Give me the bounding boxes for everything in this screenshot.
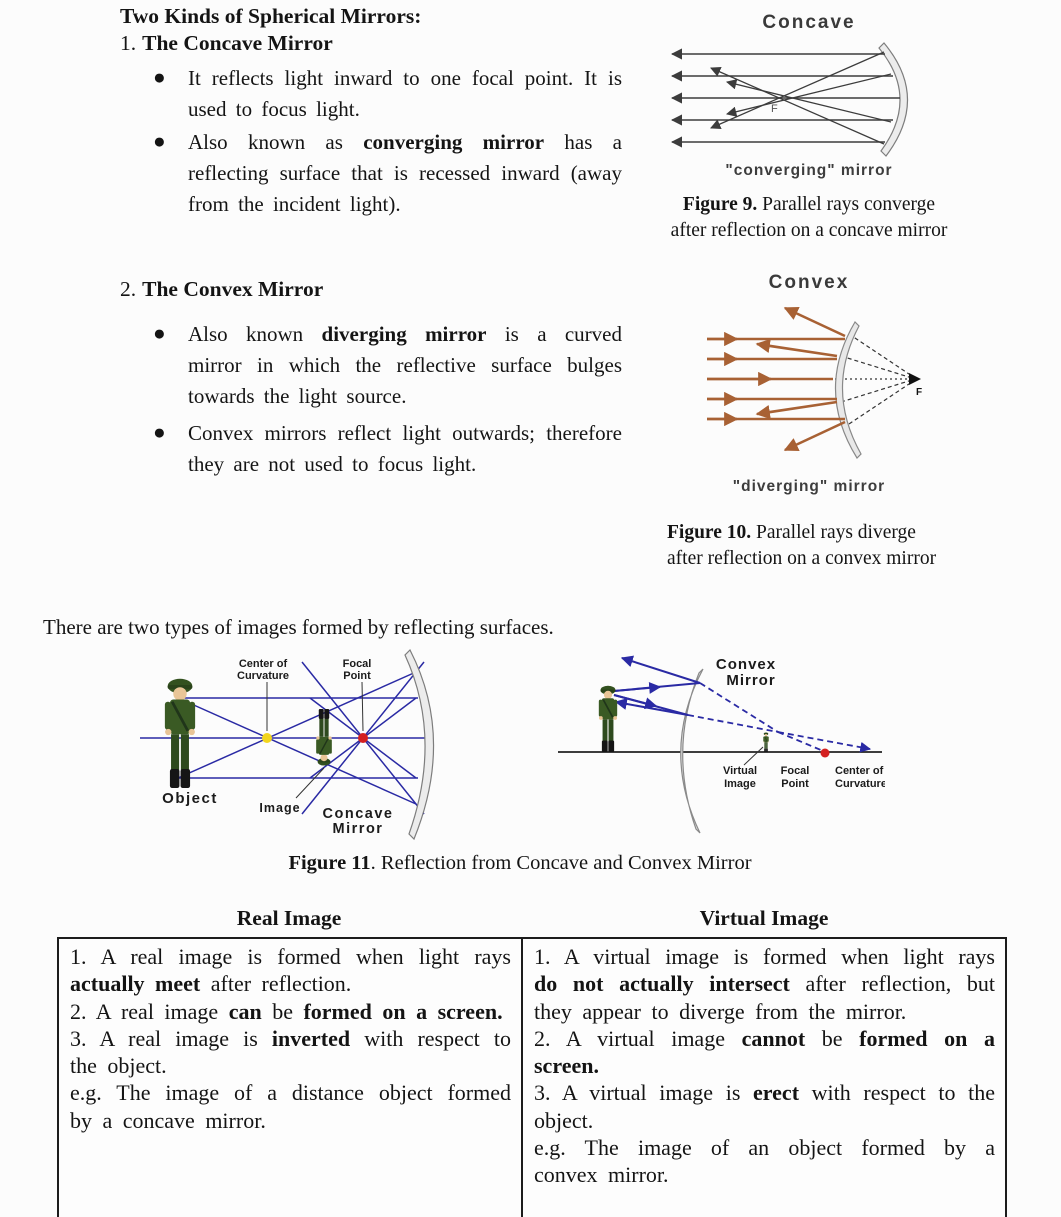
convex-ray-diagram: F [707,306,922,459]
incident-rays [670,48,900,148]
list-item: ● Also known as converging mirror has a r… [120,127,622,220]
reflected-rays [755,306,846,452]
real-image-header: Real Image [236,906,342,930]
label-pointer-line [743,746,764,766]
bullet-text: It reflects light inward to one focal po… [188,66,622,121]
inverted-image-soldier [315,708,333,767]
item-number: 1. [120,31,137,55]
table-row: 1. A virtual image is formed when light … [534,944,995,1024]
table-row: 3. A real image is inverted with respect… [70,1025,511,1079]
table-row: e.g. The image of an object formed by a … [534,1135,995,1188]
table-row: 1. A real image is formed when light ray… [70,944,511,997]
concave-ray-diagram: F [670,42,909,157]
convex-mirror-shape [834,321,862,459]
figure-10-block: Convex [653,272,965,572]
convex-image-diagram: Convex Mirror Virtual Image Focal Point … [558,655,885,834]
virtual-extension-rays [687,682,872,754]
figure-9-title: Concave [762,12,856,33]
virtual-image-cell: 1. A virtual image is formed when light … [523,939,1005,1217]
figure-10-title: Convex [768,272,850,293]
figure-9-block: Concave F "converging" mirror Figure 9. … [653,12,965,244]
list-item: ● It reflects light inward to one focal p… [120,63,622,125]
focal-arrow [909,373,921,385]
focal-point-label: F [916,387,922,398]
figure-9-mirror-label: "converging" mirror [725,162,893,179]
virtual-image-header: Virtual Image [699,906,829,930]
incident-rays [707,331,845,427]
bullet-icon: ● [153,420,166,444]
focal-point-label: F [771,103,778,115]
page-title: Two Kinds of Spherical Mirrors: [120,4,422,28]
concave-bullet-list: ● It reflects light inward to one focal p… [120,63,622,220]
list-item: ● Also known diverging mirror is a curved… [120,319,622,412]
solid-rays [613,655,701,716]
bullet-text: Also known diverging mirror is a curved … [188,322,622,408]
reflected-rays [710,51,892,145]
svg-text:Mirror: Mirror [333,821,384,837]
svg-text:Point: Point [343,670,371,682]
images-intro-sentence: There are two types of images formed by … [43,615,554,639]
figure-10-caption: Figure 10. Parallel rays diverge after r… [667,522,937,569]
concave-mirror-shape [404,648,435,841]
list-item: ● Convex mirrors reflect light outwards; … [120,418,622,480]
image-label: Image [259,801,300,815]
item-number: 2. [120,277,137,301]
focal-point-dot [358,733,368,743]
virtual-image-soldier [763,732,769,753]
table-row: 3. A virtual image is erect with respect… [534,1080,995,1133]
convex-mirror-shape [680,668,704,834]
heading-convex-mirror: 2.The Convex Mirror [120,277,324,301]
label-pointer-lines [266,681,364,799]
center-of-curvature-dot [262,733,272,743]
bullet-icon: ● [153,65,166,89]
concave-mirror-label: Concave [323,806,394,822]
figure-10-mirror-label: "diverging" mirror [732,478,886,495]
convex-mirror-label: Convex [716,656,776,673]
table-row: 2. A virtual image cannot be formed on a… [534,1025,995,1079]
focal-point-label: Focal [343,658,372,670]
bullet-text: Convex mirrors reflect light outwards; t… [188,421,622,476]
concave-image-diagram: Center of Curvature Focal Point Object I… [140,648,435,841]
heading-concave-mirror: 1.The Concave Mirror [120,31,333,55]
svg-text:Image: Image [724,778,756,790]
focal-point-dot [820,748,830,758]
center-of-curvature-label: Center of [835,765,884,777]
bullet-icon: ● [153,129,166,153]
table-row: e.g. The image of a distance object form… [70,1080,511,1133]
center-of-curvature-label: Center of [239,658,288,670]
object-label: Object [162,790,218,807]
svg-text:Mirror: Mirror [726,672,775,689]
concave-mirror-shape [878,42,909,157]
svg-text:Point: Point [781,778,809,790]
virtual-image-label: Virtual [723,765,757,777]
figure-9-caption: Figure 9. Parallel rays converge after r… [670,194,948,241]
section-convex-mirror: 2.The Convex Mirror ● Also known divergin… [120,276,622,482]
image-comparison-table: 1. A real image is formed when light ray… [57,937,1007,1217]
bullet-icon: ● [153,321,166,345]
svg-text:Curvature: Curvature [237,670,289,682]
svg-text:Curvature: Curvature [835,778,885,790]
bullet-text: Also known as converging mirror has a re… [188,130,622,216]
convex-bullet-list: ● Also known diverging mirror is a curved… [120,319,622,480]
focal-point-label: Focal [781,765,810,777]
figure-11-caption: Figure 11. Reflection from Concave and C… [288,852,752,874]
table-row: 2. A real image can be formed on a scree… [70,998,503,1024]
virtual-extension-rays [835,333,913,425]
section-spherical-mirrors: Two Kinds of Spherical Mirrors: 1.The Co… [120,3,622,222]
real-image-cell: 1. A real image is formed when light ray… [59,939,523,1217]
